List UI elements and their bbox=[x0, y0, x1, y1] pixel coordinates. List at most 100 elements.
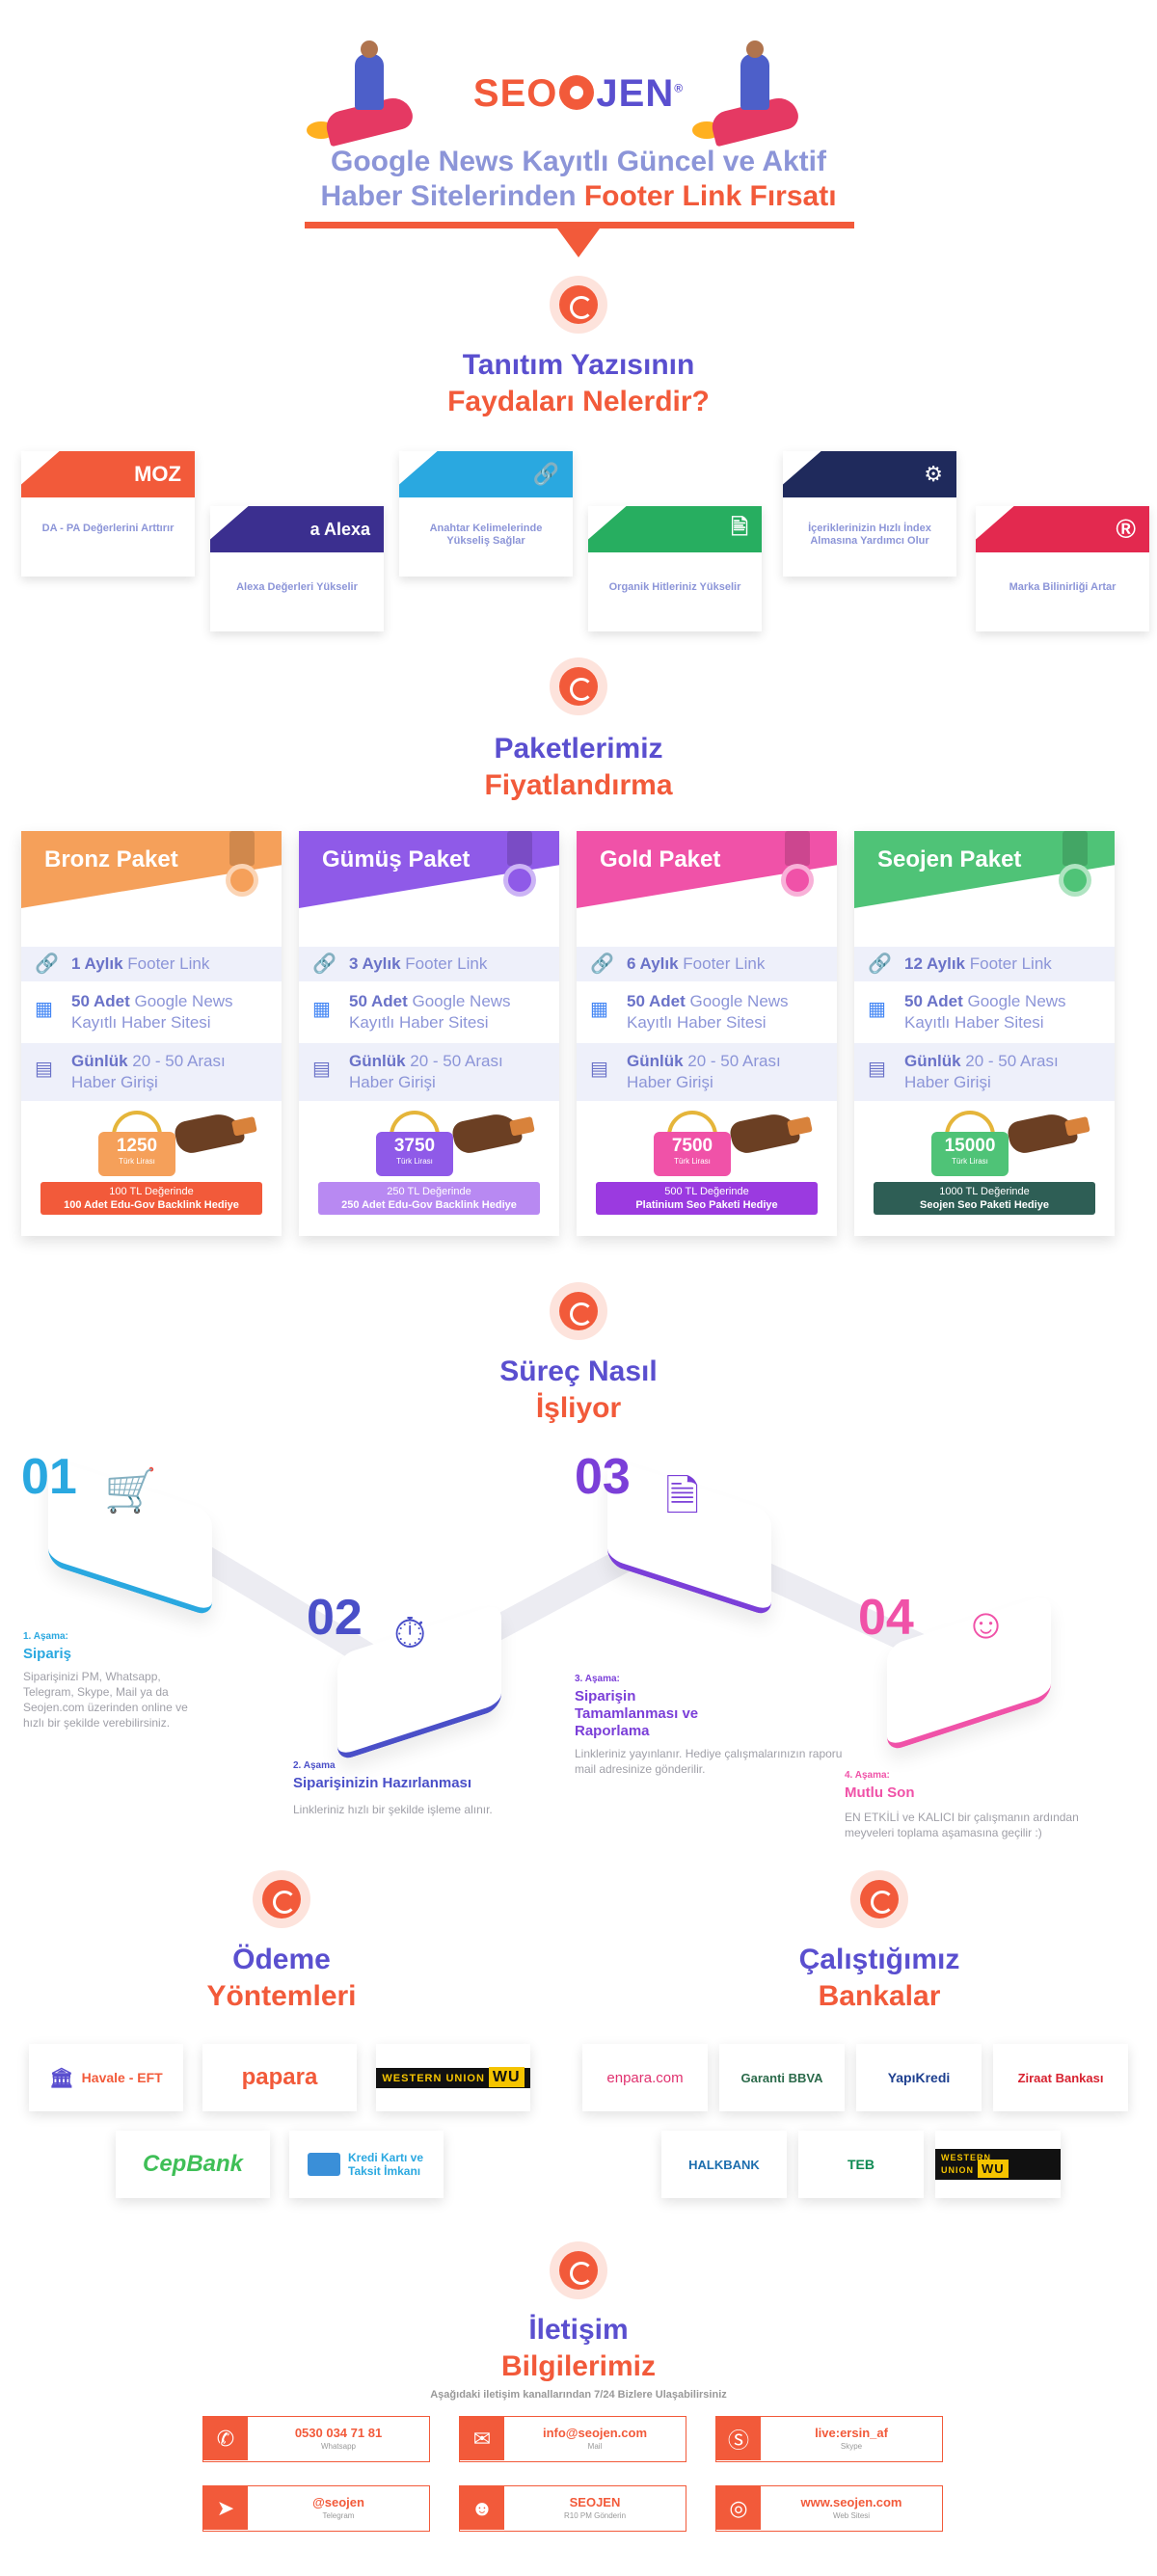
document-list-icon: 🗎 bbox=[665, 1473, 700, 1520]
news-page-icon: ▤ bbox=[35, 1059, 53, 1080]
bank-enpara: enpara.com bbox=[582, 2044, 708, 2111]
benefit-card-brand: ® Marka Bilinirliği Artar bbox=[976, 506, 1149, 631]
section-marker-icon bbox=[253, 1870, 310, 1928]
step-number-4: 04 bbox=[858, 1590, 914, 1646]
web-icon: ◎ bbox=[716, 2486, 761, 2530]
bank-garanti: Garanti BBVA bbox=[719, 2044, 845, 2111]
google-news-icon: ▦ bbox=[312, 999, 331, 1020]
benefit-card-organic: 🖹 Organik Hitleriniz Yükselir bbox=[588, 506, 762, 631]
package-card[interactable]: Seojen Paket🔗12 Aylık Footer Link▦50 Ade… bbox=[854, 831, 1115, 1236]
benefit-card-moz: MOZ DA - PA Değerlerini Arttırır bbox=[21, 451, 195, 577]
hand-coin-icon bbox=[1006, 1110, 1079, 1156]
mail-icon: ✉ bbox=[460, 2417, 504, 2460]
rocket-illustration-left bbox=[307, 40, 424, 154]
package-sites: ▦50 Adet Google News Kayıtlı Haber Sites… bbox=[21, 985, 282, 1039]
google-news-icon: ▦ bbox=[868, 999, 886, 1020]
benefit-card-alexa: a Alexa Alexa Değerleri Yükselir bbox=[210, 506, 384, 631]
payment-cepbank: CepBank bbox=[116, 2131, 270, 2198]
step-text-1: 1. Aşama: Sipariş Siparişinizi PM, Whats… bbox=[23, 1631, 188, 1730]
medal-icon bbox=[781, 831, 814, 899]
package-daily: ▤Günlük 20 - 50 Arası Haber Girişi bbox=[854, 1043, 1115, 1101]
banks-title: Çalıştığımız Bankalar bbox=[798, 1944, 960, 2012]
bank-halkbank: HALKBANK bbox=[661, 2131, 787, 2198]
link-icon: 🔗 bbox=[35, 953, 59, 975]
package-daily: ▤Günlük 20 - 50 Arası Haber Girişi bbox=[299, 1043, 559, 1101]
package-sites: ▦50 Adet Google News Kayıtlı Haber Sites… bbox=[854, 985, 1115, 1039]
medal-icon bbox=[1059, 831, 1091, 899]
section-marker-icon bbox=[550, 657, 607, 715]
headline-underline bbox=[305, 222, 854, 228]
section-marker-icon bbox=[850, 1870, 908, 1928]
telegram-icon: ➤ bbox=[203, 2486, 248, 2530]
bank-ziraat: Ziraat Bankası bbox=[993, 2044, 1128, 2111]
package-duration: 🔗3 Aylık Footer Link bbox=[299, 947, 559, 981]
google-news-icon: ▦ bbox=[35, 999, 53, 1020]
credit-card-icon bbox=[308, 2153, 340, 2176]
contact-title: İletişim Bilgilerimiz bbox=[500, 2314, 657, 2382]
page-headline: Google News Kayıtlı Güncel ve Aktif Habe… bbox=[320, 146, 837, 212]
registered-mark-icon: ® bbox=[976, 506, 1149, 552]
package-daily: ▤Günlük 20 - 50 Arası Haber Girişi bbox=[21, 1043, 282, 1101]
skype-icon: Ⓢ bbox=[716, 2417, 761, 2460]
hand-coin-icon bbox=[728, 1110, 801, 1156]
step-number-3: 03 bbox=[575, 1449, 631, 1505]
news-page-icon: ▤ bbox=[868, 1059, 886, 1080]
alexa-logo-icon: a Alexa bbox=[210, 506, 384, 552]
link-icon: 🔗 bbox=[312, 953, 336, 975]
logo-target-icon bbox=[559, 75, 595, 110]
news-page-icon: ▤ bbox=[312, 1059, 331, 1080]
step-number-1: 01 bbox=[21, 1449, 77, 1505]
moz-logo-icon: MOZ bbox=[21, 451, 195, 497]
process-step-3: 🗎 bbox=[588, 1456, 800, 1618]
benefit-card-keywords: 🔗 Anahtar Kelimelerinde Yükseliş Sağlar bbox=[399, 451, 573, 577]
package-sites: ▦50 Adet Google News Kayıtlı Haber Sites… bbox=[577, 985, 837, 1039]
google-news-icon: ▦ bbox=[590, 999, 608, 1020]
payments-title: Ödeme Yöntemleri bbox=[206, 1944, 357, 2012]
step-text-3: 3. Aşama: Siparişin Tamamlanması ve Rapo… bbox=[575, 1674, 843, 1776]
medal-icon bbox=[226, 831, 258, 899]
happy-face-check-icon: ☺ bbox=[964, 1600, 1008, 1648]
headline-pointer bbox=[557, 228, 600, 257]
step-number-2: 02 bbox=[307, 1590, 363, 1646]
package-duration: 🔗1 Aylık Footer Link bbox=[21, 947, 282, 981]
r10-icon: ☻ bbox=[460, 2486, 504, 2530]
hand-coin-icon bbox=[173, 1110, 246, 1156]
benefits-title: Tanıtım Yazısının Faydaları Nelerdir? bbox=[447, 349, 710, 417]
link-icon: 🔗 bbox=[868, 953, 892, 975]
payment-papara: papara bbox=[202, 2044, 357, 2111]
process-step-4: ☺ bbox=[868, 1591, 1080, 1753]
package-card[interactable]: Gümüş Paket🔗3 Aylık Footer Link▦50 Adet … bbox=[299, 831, 559, 1236]
gears-chart-icon: ⚙ bbox=[783, 451, 956, 497]
bag-handle-icon bbox=[112, 1111, 162, 1143]
payment-havale-eft: 🏛Havale - EFT bbox=[29, 2044, 183, 2111]
document-chart-icon: 🖹 bbox=[588, 506, 762, 552]
package-card[interactable]: Gold Paket🔗6 Aylık Footer Link▦50 Adet G… bbox=[577, 831, 837, 1236]
rocket-illustration-right bbox=[692, 40, 810, 154]
step-text-2: 2. Aşama Siparişinizin Hazırlanması Link… bbox=[293, 1760, 493, 1816]
bag-handle-icon bbox=[945, 1111, 995, 1143]
package-card[interactable]: Bronz Paket🔗1 Aylık Footer Link▦50 Adet … bbox=[21, 831, 282, 1236]
package-duration: 🔗12 Aylık Footer Link bbox=[854, 947, 1115, 981]
section-marker-icon bbox=[550, 2241, 607, 2299]
phone-icon: ✆ bbox=[203, 2417, 248, 2460]
stopwatch-icon: ⏱ bbox=[393, 1610, 427, 1657]
payment-credit-card: Kredi Kartı ve Taksit İmkanı bbox=[289, 2131, 444, 2198]
package-daily: ▤Günlük 20 - 50 Arası Haber Girişi bbox=[577, 1043, 837, 1101]
step-text-4: 4. Aşama: Mutlu Son EN ETKİLİ ve KALICI … bbox=[845, 1770, 1079, 1839]
hand-coin-icon bbox=[450, 1110, 524, 1156]
